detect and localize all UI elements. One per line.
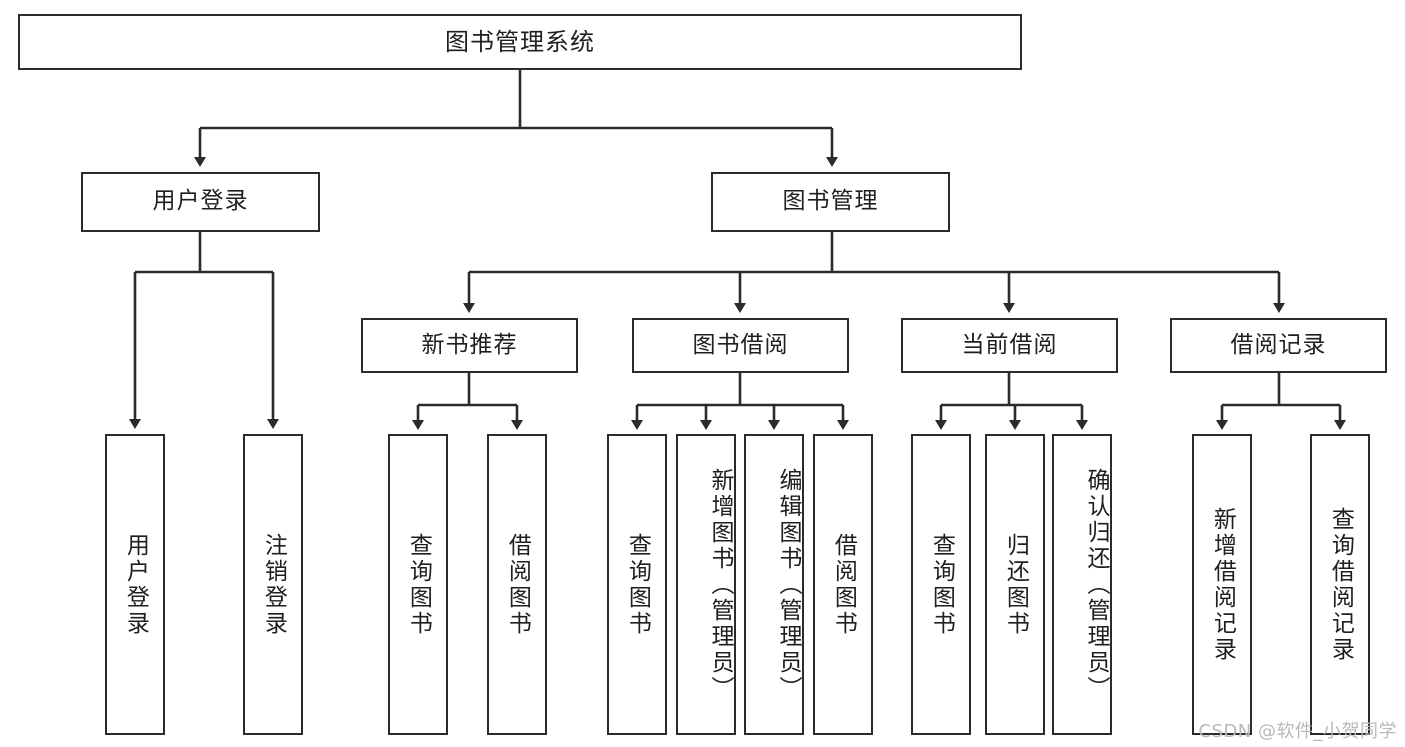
leaf-borrow-book-nb[interactable]: 借阅图书 bbox=[487, 434, 547, 735]
node-current-borrow[interactable]: 当前借阅 bbox=[901, 318, 1118, 373]
node-book-borrow[interactable]: 图书借阅 bbox=[632, 318, 849, 373]
node-new-book-recommend[interactable]: 新书推荐 bbox=[361, 318, 578, 373]
leaf-query-book-cb[interactable]: 查询图书 bbox=[911, 434, 971, 735]
leaf-edit-book-admin-label: 编辑图书（管理员） bbox=[775, 467, 801, 702]
node-root-label: 图书管理系统 bbox=[445, 27, 595, 56]
leaf-query-borrow-record-label: 查询借阅记录 bbox=[1327, 506, 1354, 663]
node-root[interactable]: 图书管理系统 bbox=[18, 14, 1022, 70]
leaf-edit-book-admin[interactable]: 编辑图书（管理员） bbox=[744, 434, 804, 735]
leaf-logout[interactable]: 注销登录 bbox=[243, 434, 303, 735]
node-book-management-label: 图书管理 bbox=[782, 188, 879, 215]
leaf-borrow-book-bb-label: 借阅图书 bbox=[830, 532, 857, 637]
node-book-management[interactable]: 图书管理 bbox=[711, 172, 950, 232]
node-user-login-label: 用户登录 bbox=[152, 188, 249, 215]
leaf-return-book-label: 归还图书 bbox=[1002, 532, 1029, 637]
leaf-query-book-nb[interactable]: 查询图书 bbox=[388, 434, 448, 735]
leaf-query-book-bb[interactable]: 查询图书 bbox=[607, 434, 667, 735]
leaf-borrow-book-nb-label: 借阅图书 bbox=[504, 532, 531, 637]
leaf-logout-label: 注销登录 bbox=[260, 532, 287, 637]
leaf-user-login-label: 用户登录 bbox=[122, 532, 149, 637]
leaf-query-book-bb-label: 查询图书 bbox=[624, 532, 651, 637]
leaf-confirm-return-admin-label: 确认归还（管理员） bbox=[1083, 467, 1109, 702]
leaf-add-borrow-record-label: 新增借阅记录 bbox=[1209, 506, 1236, 663]
leaf-user-login[interactable]: 用户登录 bbox=[105, 434, 165, 735]
leaf-query-borrow-record[interactable]: 查询借阅记录 bbox=[1310, 434, 1370, 735]
node-user-login[interactable]: 用户登录 bbox=[81, 172, 320, 232]
leaf-query-book-nb-label: 查询图书 bbox=[405, 532, 432, 637]
leaf-add-borrow-record[interactable]: 新增借阅记录 bbox=[1192, 434, 1252, 735]
leaf-borrow-book-bb[interactable]: 借阅图书 bbox=[813, 434, 873, 735]
csdn-watermark: CSDN @软件_小贺同学 bbox=[1198, 721, 1397, 742]
node-borrow-record[interactable]: 借阅记录 bbox=[1170, 318, 1387, 373]
node-new-book-recommend-label: 新书推荐 bbox=[421, 331, 518, 358]
node-current-borrow-label: 当前借阅 bbox=[961, 331, 1058, 358]
leaf-confirm-return-admin[interactable]: 确认归还（管理员） bbox=[1052, 434, 1112, 735]
leaf-query-book-cb-label: 查询图书 bbox=[928, 532, 955, 637]
node-book-borrow-label: 图书借阅 bbox=[692, 331, 789, 358]
leaf-add-book-admin-label: 新增图书（管理员） bbox=[707, 467, 733, 702]
leaf-return-book[interactable]: 归还图书 bbox=[985, 434, 1045, 735]
node-borrow-record-label: 借阅记录 bbox=[1230, 331, 1327, 358]
leaf-add-book-admin[interactable]: 新增图书（管理员） bbox=[676, 434, 736, 735]
